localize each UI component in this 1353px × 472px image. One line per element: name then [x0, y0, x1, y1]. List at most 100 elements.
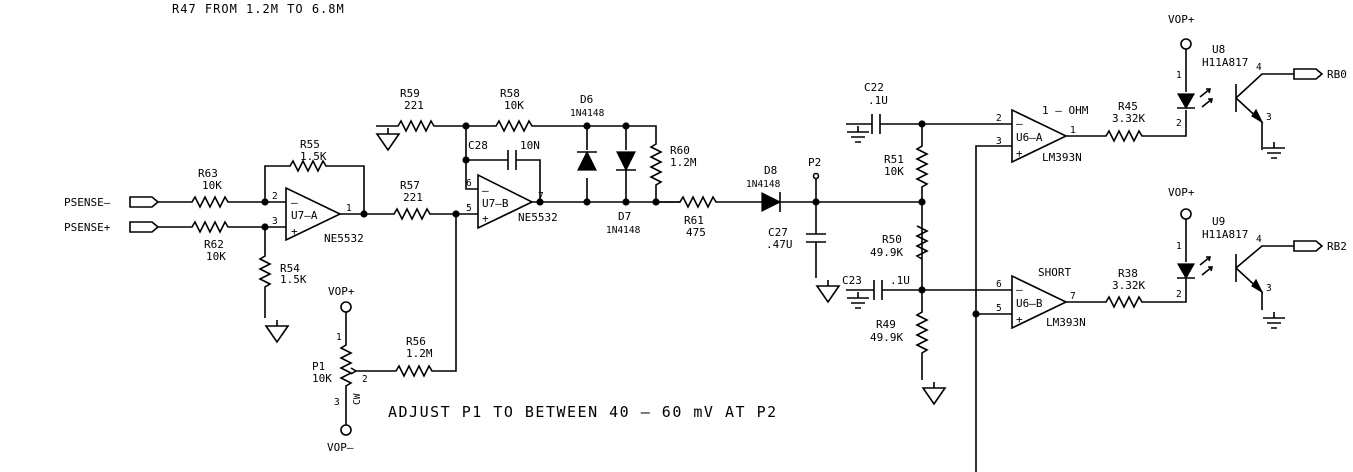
u7b-ref: U7–B — [482, 197, 509, 210]
u9-ref: U9 — [1212, 215, 1225, 228]
r54-value: 1.5K — [280, 273, 307, 286]
u9-pin2: 2 — [1176, 289, 1182, 300]
opamp-u7a: U7–A – + 2 3 1 NE5532 — [272, 186, 390, 245]
d7-value: 1N4148 — [606, 225, 641, 236]
ground-icon — [265, 319, 289, 343]
port-rb2-label: RB2 — [1327, 240, 1347, 253]
junction — [918, 198, 926, 206]
resistor-r49: R49 49.9K — [870, 290, 929, 380]
u6b-part: LM393N — [1046, 316, 1086, 329]
u6a-ref: U6–A — [1016, 131, 1043, 144]
u7a-ref: U7–A — [291, 209, 318, 222]
u8-vop-plus: VOP+ — [1168, 13, 1195, 26]
u6b-plus: + — [1016, 313, 1023, 326]
p1-ref: P1 — [312, 360, 325, 373]
r45-ref: R45 — [1118, 100, 1138, 113]
r58-value: 10K — [504, 99, 524, 112]
optocoupler-u8: VOP+ U8 H11A817 1 2 3 4 — [1168, 13, 1294, 150]
comparator-u6a: U6–A – + 2 3 1 1 – OHM LM393N — [996, 104, 1089, 164]
c23-value: .1U — [890, 274, 910, 287]
c22-value: .1U — [868, 94, 888, 107]
reference-bus-wire — [975, 145, 1012, 472]
port-rb2: RB2 — [1293, 240, 1347, 253]
d6-value: 1N4148 — [570, 108, 605, 119]
u9-pin4: 4 — [1256, 234, 1262, 245]
d6-ref: D6 — [580, 93, 593, 106]
resistor-r54: R54 1.5K — [258, 227, 307, 318]
ground-icon — [1262, 141, 1286, 159]
u7a-part: NE5532 — [324, 232, 364, 245]
u7b-pin6: 6 — [466, 178, 472, 189]
port-psense-minus: PSENSE– — [64, 196, 160, 209]
u9-part: H11A817 — [1202, 228, 1248, 241]
r59-ref: R59 — [400, 87, 420, 100]
u7b-minus: – — [482, 184, 489, 197]
r55-ref: R55 — [300, 138, 320, 151]
r54-ref: R54 — [280, 262, 300, 275]
ground-icon — [1262, 311, 1286, 329]
junction — [583, 198, 591, 206]
junction — [536, 198, 544, 206]
u6a-minus: – — [1016, 117, 1023, 130]
c27-ref: C27 — [768, 226, 788, 239]
r57-value: 221 — [403, 191, 423, 204]
r61-value: 475 — [686, 226, 706, 239]
c27-value: .47U — [766, 238, 793, 251]
r62-ref: R62 — [204, 238, 224, 251]
resistor-r50: R50 49.9K — [870, 225, 929, 260]
p1-value: 10K — [312, 372, 332, 385]
capacitor-c22: C22 .1U — [846, 81, 1012, 134]
port-psense-plus-label: PSENSE+ — [64, 221, 111, 234]
comparator-u6b: U6–B – + 6 5 7 SHORT LM393N — [996, 266, 1086, 330]
p1-pin2: 2 — [362, 374, 368, 385]
optocoupler-u9: VOP+ U9 H11A817 1 2 3 4 — [1168, 186, 1294, 310]
r55-value: 1.5K — [300, 150, 327, 163]
r56-value: 1.2M — [406, 347, 433, 360]
r50-ref: R50 — [882, 233, 902, 246]
u7b-pin5: 5 — [466, 203, 472, 214]
ground-icon — [922, 381, 946, 405]
p1-pin1: 1 — [336, 332, 342, 343]
r62-value: 10K — [206, 250, 226, 263]
resistor-r60: R60 1.2M — [626, 125, 697, 202]
u6b-pin7: 7 — [1070, 291, 1076, 302]
r63-ref: R63 — [198, 167, 218, 180]
p1-cw: CW — [352, 393, 363, 405]
d7-ref: D7 — [618, 210, 631, 223]
u8-pin3: 3 — [1266, 112, 1272, 123]
testpoint-p2: P2 — [808, 156, 821, 202]
u6a-label: 1 – OHM — [1042, 104, 1089, 117]
u6b-minus: – — [1016, 283, 1023, 296]
r61-ref: R61 — [684, 214, 704, 227]
u6b-pin5: 5 — [996, 303, 1002, 314]
junction — [462, 156, 470, 164]
diode-d7: D7 1N4148 — [606, 126, 641, 236]
c28-ref: C28 — [468, 139, 488, 152]
u8-ref: U8 — [1212, 43, 1225, 56]
r38-ref: R38 — [1118, 267, 1138, 280]
d8-value: 1N4148 — [746, 179, 781, 190]
junction — [360, 210, 368, 218]
capacitor-c27: C27 .47U — [766, 202, 826, 278]
u7b-part: NE5532 — [518, 211, 558, 224]
ground-icon — [376, 127, 400, 151]
resistor-r61: R61 475 — [656, 195, 762, 239]
top-note: R47 FROM 1.2M TO 6.8M — [172, 2, 345, 16]
u6a-part: LM393N — [1042, 151, 1082, 164]
u9-pin3: 3 — [1266, 283, 1272, 294]
r58-ref: R58 — [500, 87, 520, 100]
r51-value: 10K — [884, 165, 904, 178]
r63-value: 10K — [202, 179, 222, 192]
u8-part: H11A817 — [1202, 56, 1248, 69]
resistor-r58: R58 10K — [466, 87, 626, 133]
resistor-r56: R56 1.2M — [356, 214, 457, 378]
ground-icon — [846, 125, 870, 143]
p2-ref: P2 — [808, 156, 821, 169]
u9-pin1: 1 — [1176, 241, 1182, 252]
r50-value: 49.9K — [870, 246, 903, 259]
p1-vop-minus: VOP– — [327, 441, 354, 454]
r38-value: 3.32K — [1112, 279, 1145, 292]
u9-vop-plus: VOP+ — [1168, 186, 1195, 199]
capacitor-c23: C23 .1U — [842, 274, 1012, 300]
